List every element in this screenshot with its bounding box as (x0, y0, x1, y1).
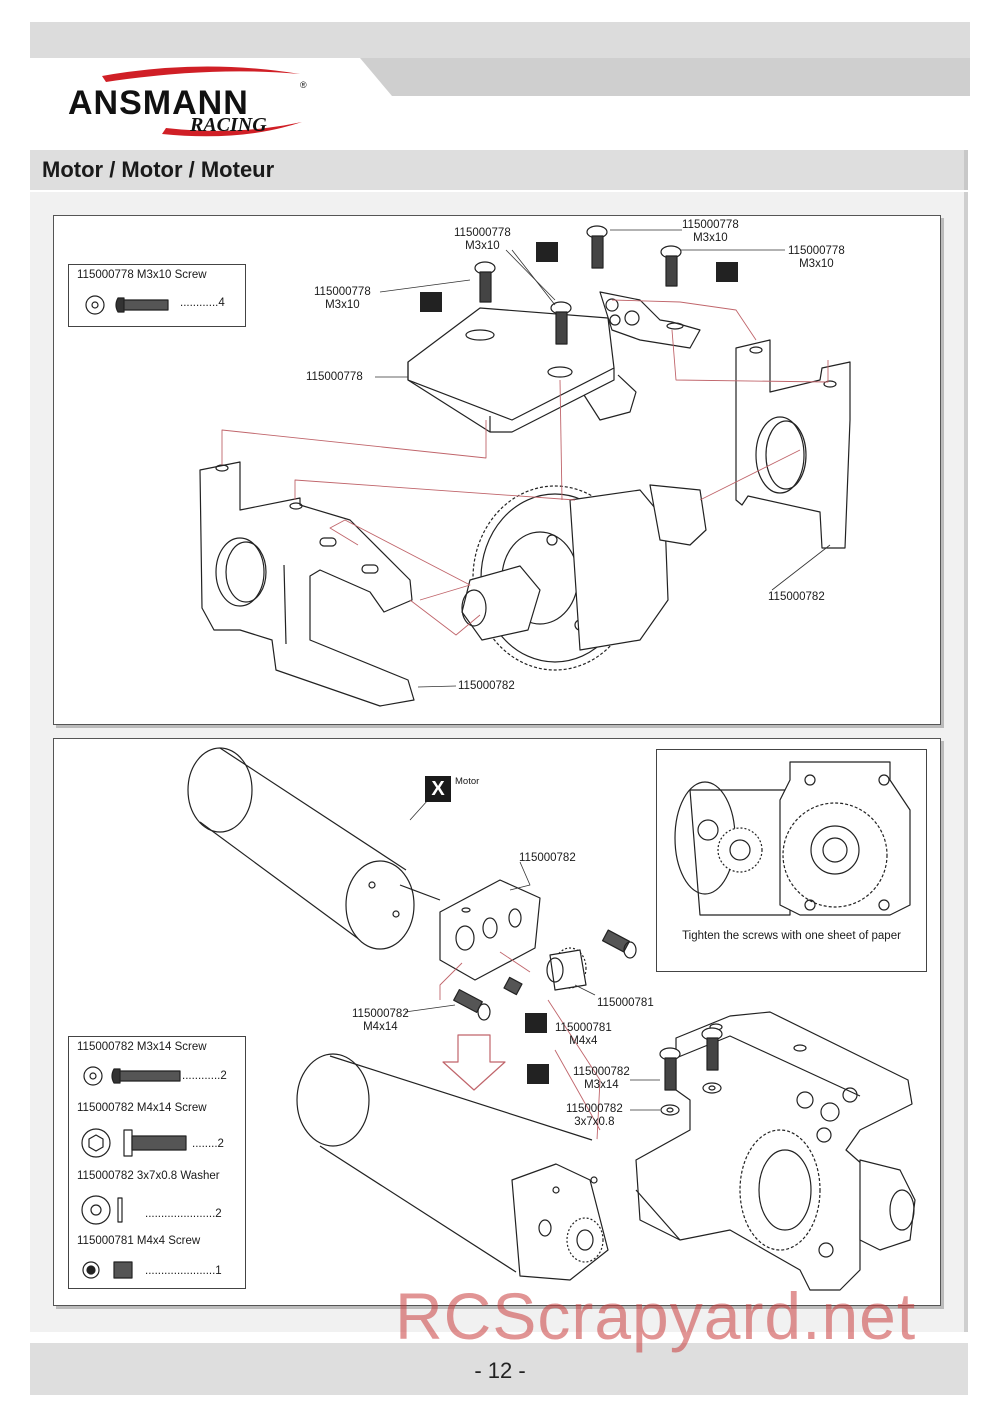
callout-part-size: M4x4 (569, 1035, 598, 1047)
callout-part-size: M4x14 (363, 1021, 398, 1033)
part-label: 115000781 M4x4 Screw (77, 1235, 201, 1247)
callout-part-size: M3x14 (584, 1079, 619, 1091)
logo-wordmark: ANSMANN (68, 84, 249, 122)
parts-list-step-1 (68, 264, 246, 327)
part-quantity: ......................2 (145, 1208, 222, 1220)
screw-icon (701, 1027, 723, 1071)
screw-icon (115, 297, 169, 313)
ansmann-racing-logo: ANSMANN RACING ® (62, 62, 322, 142)
callout-washer: 115000782 3x7x0.8 (566, 1103, 623, 1129)
callout-part-size: M3x10 (799, 258, 834, 270)
part-label: 115000778 M3x10 Screw (77, 269, 207, 281)
motor-mount-part (439, 879, 541, 981)
pinion-gear-part (546, 947, 587, 991)
setscrew-icon (82, 1261, 100, 1279)
part-quantity: ........2 (192, 1138, 224, 1150)
washer-icon (85, 295, 105, 315)
motor-tag: Motor (455, 776, 480, 787)
callout-part-size: M3x10 (693, 232, 728, 244)
part-quantity: ......................1 (145, 1265, 222, 1277)
callout-top-plate: 115000778 (306, 371, 363, 383)
top-plate-part (407, 291, 701, 433)
setscrew-side-icon (113, 1261, 133, 1279)
screw-icon (586, 225, 608, 269)
callout-part-number: 115000778 (682, 219, 739, 231)
callout-motor-mount: 115000782 (519, 852, 576, 864)
callout-part-number: 115000778 (454, 227, 511, 239)
callout-part-number: 115000778 (788, 245, 845, 257)
callout-part-size: M3x10 (325, 299, 360, 311)
callout-mount-right: 115000782 (768, 591, 825, 603)
inset-caption: Tighten the screws with one sheet of pap… (682, 930, 901, 942)
motor-mount-right-part (735, 339, 851, 549)
screw-cement-icon (420, 242, 738, 1084)
logo-registered-mark: ® (300, 80, 307, 90)
callout-screw-m4x14: 115000782 M4x14 (352, 1008, 409, 1034)
callout-part-number: 115000782 (573, 1066, 630, 1078)
callout-part-number: 115000778 (314, 286, 371, 298)
callout-screw-c: 115000778 M3x10 (788, 245, 845, 271)
callout-screw-d: 115000778 M3x10 (314, 286, 371, 312)
screw-icon (123, 1129, 187, 1157)
electric-motor-part (187, 747, 441, 950)
callout-mount-left: 115000782 (458, 680, 515, 692)
washer-icon (83, 1066, 103, 1086)
part-label: 115000782 3x7x0.8 Washer (77, 1170, 220, 1182)
setscrew-icon (503, 976, 523, 996)
callout-part-size: M3x10 (465, 240, 500, 252)
page-number: - 12 - (474, 1358, 526, 1383)
hex-socket-icon (81, 1128, 111, 1158)
not-included-x-icon: X (425, 776, 451, 802)
section-title-bar (30, 150, 968, 190)
section-title: Motor / Motor / Moteur (42, 157, 275, 182)
washer-icon (660, 1082, 722, 1116)
down-arrow-icon (442, 1034, 506, 1091)
callout-pinion: 115000781 (597, 997, 654, 1009)
inset-gear-detail (674, 761, 911, 916)
washer-side-icon (117, 1197, 123, 1223)
callout-part-number: 115000781 (555, 1022, 612, 1034)
screw-icon (474, 261, 496, 303)
screw-icon (659, 1047, 681, 1091)
callout-screw-a: 115000778 M3x10 (454, 227, 511, 253)
watermark: RCScrapyard.net (395, 1279, 917, 1353)
part-label: 115000782 M4x14 Screw (77, 1102, 207, 1114)
washer-icon (81, 1195, 111, 1225)
part-quantity: ............4 (180, 297, 225, 309)
part-quantity: ............2 (182, 1070, 227, 1082)
screw-icon (601, 929, 637, 959)
screw-icon (550, 301, 572, 345)
callout-part-number: 115000782 (352, 1008, 409, 1020)
callout-screw-m3x14: 115000782 M3x14 (573, 1066, 630, 1092)
callout-part-size: 3x7x0.8 (574, 1116, 615, 1128)
gearbox-assembly-part (635, 1011, 916, 1291)
differential-part (461, 484, 707, 651)
motor-mount-left-part (199, 461, 415, 707)
callout-screw-b: 115000778 M3x10 (682, 219, 739, 245)
footer-bar (30, 1343, 968, 1395)
screw-icon (453, 988, 491, 1021)
logo-racing: RACING (190, 114, 267, 136)
screw-icon (660, 245, 682, 287)
header-band (30, 22, 970, 96)
screw-icon (111, 1068, 181, 1084)
callout-part-number: 115000782 (566, 1103, 623, 1115)
callout-setscrew: 115000781 M4x4 (555, 1022, 612, 1048)
part-label: 115000782 M3x14 Screw (77, 1041, 207, 1053)
motor-assembly-part (296, 1053, 609, 1285)
